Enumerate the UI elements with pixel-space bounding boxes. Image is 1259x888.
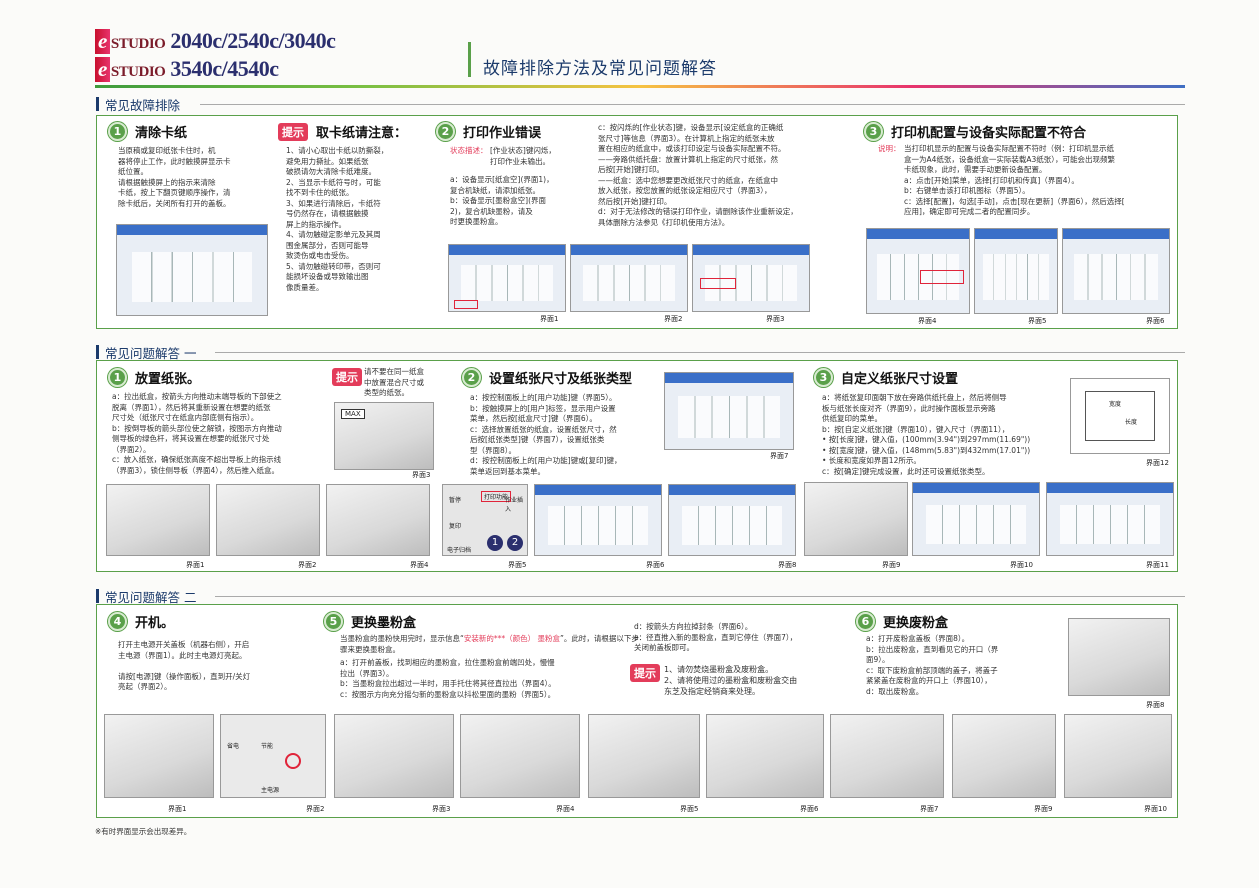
load-paper-text: a：拉出纸盒，按箭头方向推动末端导板的下部使之 脱离（界面1），然后将其重新设置…	[112, 392, 282, 475]
custom-size-text: a：将纸张复印面朝下放在旁路供纸托盘上，然后将侧导 板与纸张长度对齐（界面9），…	[822, 393, 1031, 476]
page-title: 故障排除方法及常见问题解答	[483, 59, 717, 79]
toner-steps: a：打开前盖板，找到相应的墨粉盒，拉住墨粉盒前端凹处，慢慢 拉出（界面3）。 b…	[340, 658, 556, 699]
paper-tip-label: 提示	[332, 368, 362, 386]
print-error-text: c：按闪烁的[作业状态]键，设备显示[设定纸盒的正确纸 张尺寸]等信息（界面3）…	[598, 123, 798, 227]
toner-intro: 当墨粉盒的墨粉快用完时，显示信息“安装新的***（颜色） 墨粉盒”。此时，请根据…	[340, 634, 639, 654]
control-panel-image: 暂停 打印功能 作业插入 复印 电子归档 1 2	[442, 484, 528, 556]
power-panel-image: 省电 节能 主电源	[220, 714, 326, 798]
toner-tip-text: 1、请勿焚烧墨粉盒及废粉盒。 2、请将使用过的墨粉盒和废粉盒交由 东芝及指定经销…	[664, 665, 798, 696]
waste-toner-text: a：打开废粉盒盖板（界面8）。 b：拉出废粉盒，直到看见它的开口（界 面9）。 …	[866, 634, 999, 696]
paper-dimension-diagram: 宽度 长度	[1070, 378, 1170, 454]
jam-tip-title: 提示取卡纸请注意：	[278, 122, 407, 141]
title-divider	[468, 42, 471, 77]
toner-steps-2: d：按箭头方向拉掉封条（界面6）。 e：径直推入新的墨粉盒，直到它停住（界面7）…	[634, 622, 798, 652]
section2-header: 常见问题解答 一	[96, 343, 196, 361]
toner-tip-label: 提示	[630, 664, 660, 682]
power-on-text: 打开主电源开关盖板（机器右侧），开启 主电源（界面1）。此时主电源灯亮起。 请按…	[118, 640, 251, 691]
footnote: ※有时界面显示会出现差异。	[95, 827, 192, 836]
jam-screen-image	[116, 224, 268, 316]
paper-size-text: a：按控制面板上的[用户功能]键（界面5）。 b：按触摸屏上的[用户]标签，显示…	[470, 393, 622, 476]
color-stripe	[95, 85, 1185, 88]
paper-tip-text: 请不要在同一纸盒 中放置混合尺寸或 类型的纸张。	[364, 367, 424, 397]
section3-header: 常见问题解答 二	[96, 587, 196, 605]
clear-jam-text: 当原稿或复印纸张卡住时，机 器将停止工作，此时触摸屏显示卡 纸位置。 请根据触摸…	[118, 146, 231, 208]
section1-header: 常见故障排除	[96, 95, 180, 113]
config-text: 当打印机显示的配置与设备实际配置不符时（例：打印机显示纸 盒一为A4纸张，设备纸…	[904, 144, 1125, 216]
jam-tip-text: 1、请小心取出卡纸以防撕裂， 避免用力撕扯。如果纸张 破损请勿大清除卡纸难度。 …	[286, 146, 389, 292]
